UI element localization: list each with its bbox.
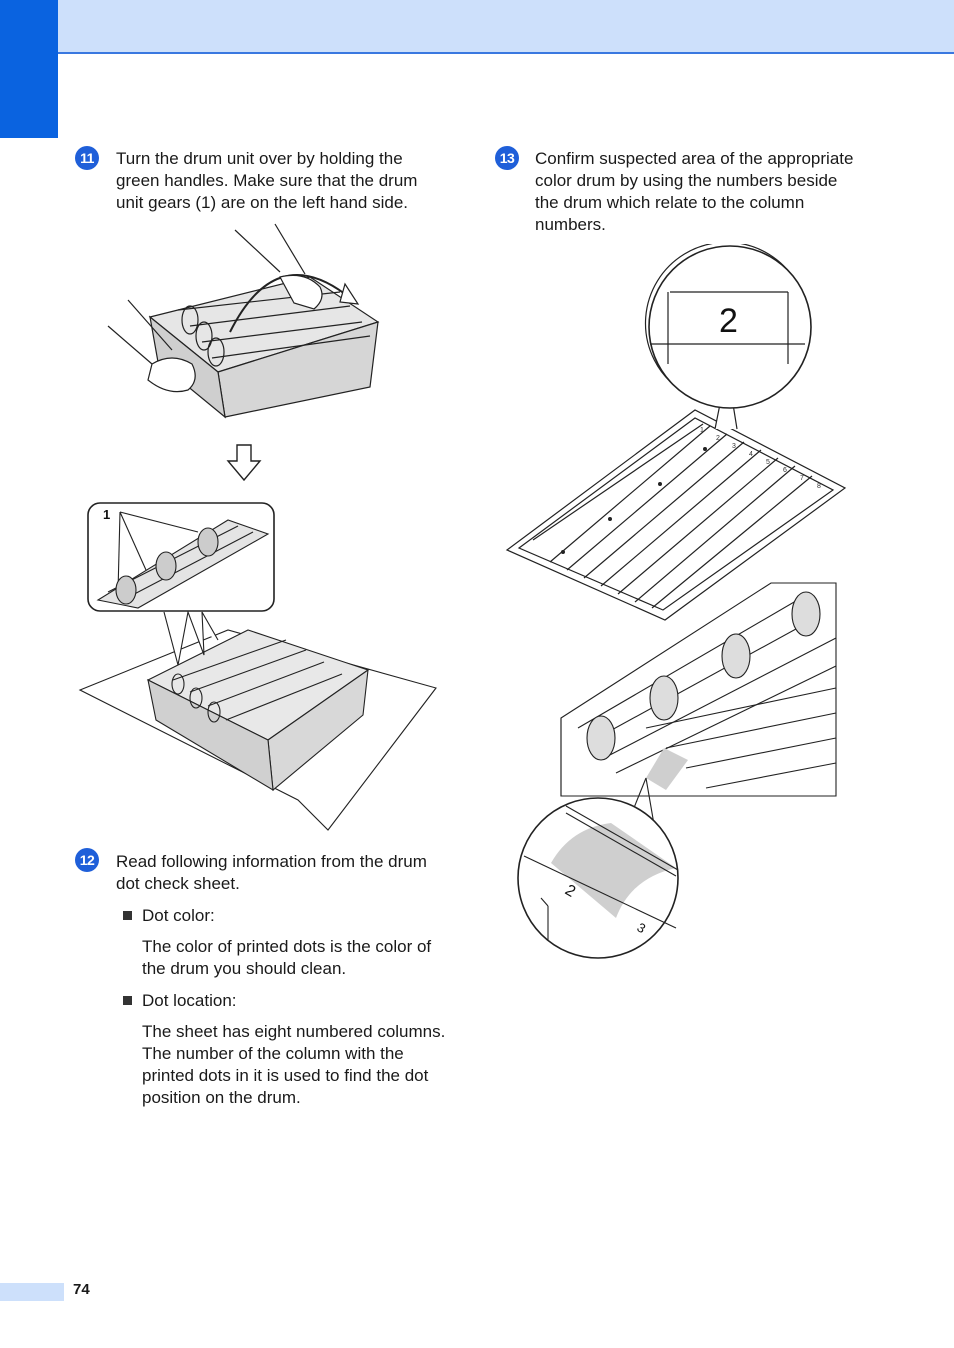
sheet-column-number: 3 bbox=[732, 443, 736, 450]
step-12-text: Read following information from the drum… bbox=[116, 852, 427, 893]
sheet-zoom-label: 2 bbox=[719, 302, 738, 340]
sheet-column-number: 7 bbox=[800, 475, 804, 482]
bullet-square bbox=[123, 911, 132, 920]
page-number: 74 bbox=[73, 1281, 90, 1298]
sheet-column-number: 1 bbox=[700, 427, 704, 434]
step-11-badge: 11 bbox=[75, 146, 99, 170]
step-11-text: Turn the drum unit over by holding the g… bbox=[116, 149, 418, 212]
chapter-tab bbox=[0, 0, 58, 138]
dot-check-sheet-illustration: 1 2 3 4 5 6 7 8 2 bbox=[505, 244, 847, 621]
sheet-column-number: 8 bbox=[817, 483, 821, 490]
drum-turn-illustration bbox=[107, 223, 380, 419]
dot-location-detail: The sheet has eight numbered columns. Th… bbox=[142, 1022, 446, 1107]
header-band bbox=[58, 0, 954, 54]
sheet-column-number: 4 bbox=[749, 451, 753, 458]
sheet-column-number: 2 bbox=[716, 435, 720, 442]
sheet-column-number: 6 bbox=[783, 467, 787, 474]
step-12-number: 12 bbox=[79, 852, 95, 868]
dot-location-label: Dot location: bbox=[142, 991, 237, 1010]
dot-color-detail: The color of printed dots is the color o… bbox=[142, 937, 432, 978]
gear-callout-label: 1 bbox=[103, 507, 110, 522]
dot-color-label: Dot color: bbox=[142, 906, 215, 925]
bullet-square bbox=[123, 996, 132, 1005]
step-13-badge: 13 bbox=[495, 146, 519, 170]
drum-gears-illustration: 1 bbox=[78, 502, 437, 831]
step-12-badge: 12 bbox=[75, 848, 99, 872]
step-11-number: 11 bbox=[80, 150, 94, 166]
footer-band bbox=[0, 1283, 64, 1301]
step-13-text: Confirm suspected area of the appropriat… bbox=[535, 149, 854, 234]
sheet-column-number: 5 bbox=[766, 459, 770, 466]
down-arrow-icon bbox=[226, 444, 262, 482]
step-13-number: 13 bbox=[499, 150, 515, 166]
drum-closeup-illustration: 2 3 bbox=[517, 582, 837, 959]
